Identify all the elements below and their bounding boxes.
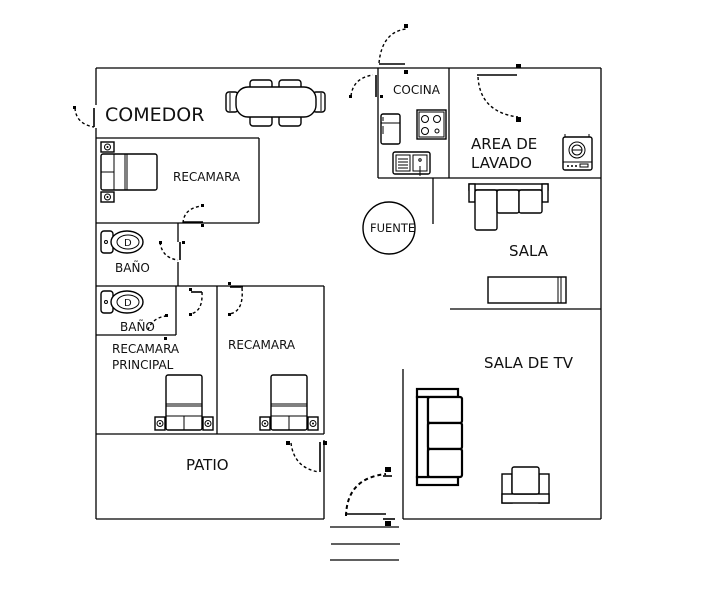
label-sala-tv: SALA DE TV [484,354,574,372]
door-recamara-top[interactable] [182,204,204,227]
walls [95,67,602,520]
label-comedor: COMEDOR [105,104,204,126]
label-recamara-principal-1: RECAMARA [112,342,180,356]
label-bano-1: BAÑO [115,260,150,275]
toilet-icon: D [100,230,144,254]
label-bano-2: BAÑO [120,319,155,334]
svg-text:D: D [124,238,132,249]
kitchen-sink-icon [392,151,431,176]
bench-sofa-icon [487,276,567,304]
label-fuente: FUENTE [370,221,415,235]
label-patio: PATIO [186,456,229,474]
label-recamara-principal-2: PRINCIPAL [112,358,174,372]
bed-icon [154,374,214,431]
door-kitchen-left[interactable] [349,74,383,98]
stove-icon [416,109,447,140]
fountain-icon [362,201,416,255]
entry-steps [330,526,400,561]
label-area-lavado-1: AREA DE [471,135,537,153]
door-kitchen-top[interactable] [378,24,408,74]
refrigerator-icon [380,113,401,145]
svg-text:D: D [124,298,132,309]
three-seat-sofa-icon [415,387,464,487]
door-recamara-middle[interactable] [228,282,243,316]
l-shaped-sofa-icon [468,183,549,231]
doors [73,24,521,526]
label-cocina: COCINA [393,83,441,97]
double-bed-icon [100,141,158,203]
door-bano-1[interactable] [159,241,185,261]
dining-table-icon [225,79,326,127]
door-patio[interactable] [286,441,327,473]
room-labels: COMEDOR COCINA AREA DE LAVADO RECAMARA B… [105,83,574,474]
bed-icon [259,374,319,431]
label-recamara-top: RECAMARA [173,170,241,184]
door-comedor-left[interactable] [73,106,95,128]
door-laundry[interactable] [477,64,521,122]
washing-machine-icon [562,134,593,171]
armchair-icon [501,466,550,504]
label-area-lavado-2: LAVADO [471,154,532,172]
label-recamara-middle: RECAMARA [228,338,296,352]
toilet-icon: D [100,290,144,314]
door-bano-2[interactable] [147,314,168,340]
label-sala: SALA [509,242,549,260]
door-main-entry[interactable] [345,467,395,526]
door-recamara-principal[interactable] [189,288,203,316]
